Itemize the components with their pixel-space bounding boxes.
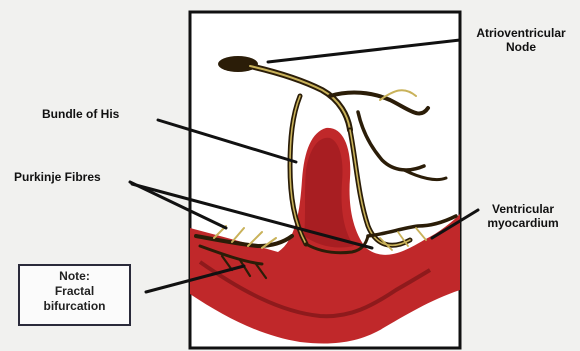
note-line1: Note: — [20, 269, 129, 284]
ventricular-label-line1: Ventricular — [468, 202, 578, 216]
ventricular-label-line2: myocardium — [468, 216, 578, 230]
bundle-of-his-label: Bundle of His — [42, 107, 119, 121]
purkinje-fibres-label: Purkinje Fibres — [14, 170, 101, 184]
note-box: Note: Fractal bifurcation — [18, 264, 131, 326]
ventricular-myocardium-label: Ventricular myocardium — [468, 202, 578, 230]
note-line3: bifurcation — [20, 299, 129, 314]
av-node-label: Atrioventricular Node — [461, 26, 580, 54]
av-node-label-line1: Atrioventricular — [461, 26, 580, 40]
note-line2: Fractal — [20, 284, 129, 299]
av-node-label-line2: Node — [461, 40, 580, 54]
